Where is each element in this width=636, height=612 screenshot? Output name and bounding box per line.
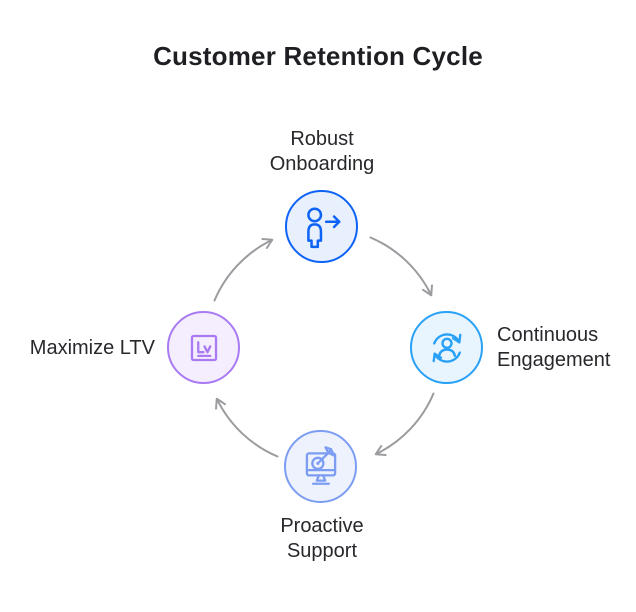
node-engagement: [410, 311, 483, 384]
diagram-title: Customer Retention Cycle: [153, 41, 483, 71]
cycle-arrow-left-to-top: [213, 238, 274, 302]
person-arrow-icon: [306, 206, 341, 248]
refresh-user-icon: [432, 332, 461, 363]
node-support: [284, 430, 357, 503]
node-label-ltv: Maximize LTV: [29, 337, 155, 359]
node-label-onboarding: Robust Onboarding: [269, 128, 375, 175]
node-label-engagement: Continuous Engagement: [497, 324, 611, 371]
cycle-arrow-right-to-bottom: [374, 392, 435, 456]
cycle-arrow-bottom-to-left: [215, 397, 279, 458]
monitor-target-icon: [305, 445, 336, 485]
level-badge-icon: [190, 334, 217, 361]
cycle-arrow-top-to-right: [369, 236, 433, 297]
node-ltv: [167, 311, 240, 384]
node-label-support: Proactive Support: [280, 515, 364, 562]
node-onboarding: [285, 190, 358, 263]
